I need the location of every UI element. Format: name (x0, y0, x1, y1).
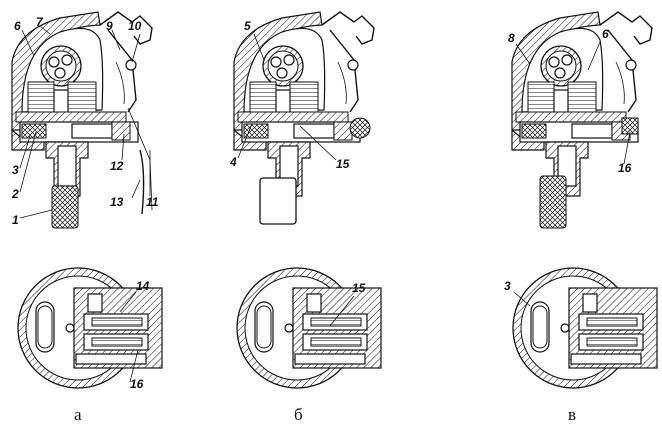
label-13: 13 (110, 195, 124, 209)
label-10: 10 (128, 19, 142, 33)
label-15: 15 (352, 281, 366, 295)
caption-b: б (294, 405, 303, 424)
label-3: 3 (504, 279, 511, 293)
part-labels-panel-a: 6 7 9 10 3 2 1 12 13 11 (11, 15, 159, 227)
label-3: 3 (12, 163, 19, 177)
part-labels-bottom: 14 16 15 3 (130, 279, 511, 391)
label-15: 15 (336, 157, 350, 171)
label-6: 6 (602, 27, 609, 41)
label-5: 5 (244, 19, 251, 33)
label-16: 16 (618, 161, 632, 175)
caption-c: в (568, 405, 576, 424)
label-4: 4 (229, 155, 237, 169)
panel-a-top-view (11, 11, 153, 229)
label-16: 16 (130, 377, 144, 391)
panel-b-top-view (233, 11, 375, 225)
part-labels-panel-c: 8 6 16 (508, 27, 632, 175)
part-labels-panel-b: 5 4 15 (229, 19, 350, 171)
label-9: 9 (106, 19, 113, 33)
panel-c-top-view (511, 11, 653, 229)
label-6: 6 (14, 19, 21, 33)
leader-lines (19, 25, 631, 383)
label-14: 14 (136, 279, 150, 293)
label-11: 11 (146, 195, 159, 209)
label-8: 8 (508, 31, 515, 45)
caption-a: а (74, 405, 82, 424)
label-2: 2 (11, 187, 19, 201)
panel-c-bottom-view (512, 267, 658, 389)
panel-captions: а б в (74, 405, 576, 424)
label-1: 1 (12, 213, 19, 227)
label-12: 12 (110, 159, 124, 173)
label-7: 7 (36, 15, 44, 29)
